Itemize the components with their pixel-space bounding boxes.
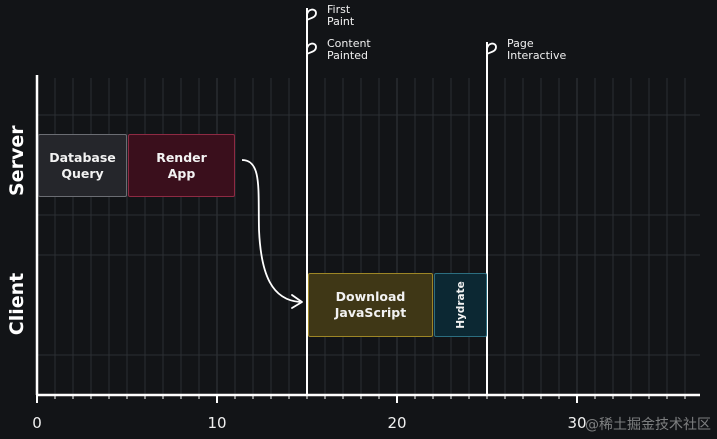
milestone-marker	[486, 42, 497, 55]
milestone-content-painted: Content Painted	[327, 37, 371, 62]
task-download-javascript: Download JavaScript	[308, 273, 433, 337]
task-label: Download JavaScript	[334, 289, 407, 320]
arrowhead-icon	[291, 294, 303, 309]
milestone-marker	[306, 42, 317, 55]
task-label: Render App	[156, 149, 207, 181]
task-hydrate: Hydrate	[434, 273, 487, 337]
row-label-client: Client	[6, 272, 28, 336]
milestone-first-paint: First Paint	[327, 3, 355, 28]
connector-arrow	[241, 159, 301, 303]
watermark: @稀土掘金技术社区	[585, 417, 711, 433]
axis-tick-label: 0	[32, 414, 42, 432]
task-label: Database Query	[49, 149, 116, 181]
task-database-query: Database Query	[38, 134, 127, 197]
task-label: Hydrate	[454, 281, 467, 329]
milestone-page-interactive: Page Interactive	[507, 37, 567, 62]
axis-tick-label: 30	[567, 414, 587, 432]
row-label-server: Server	[6, 125, 28, 196]
axis-tick-label: 20	[387, 414, 407, 432]
axis-tick-label: 10	[207, 414, 227, 432]
task-render-app: Render App	[128, 134, 235, 197]
milestone-marker	[306, 8, 317, 21]
